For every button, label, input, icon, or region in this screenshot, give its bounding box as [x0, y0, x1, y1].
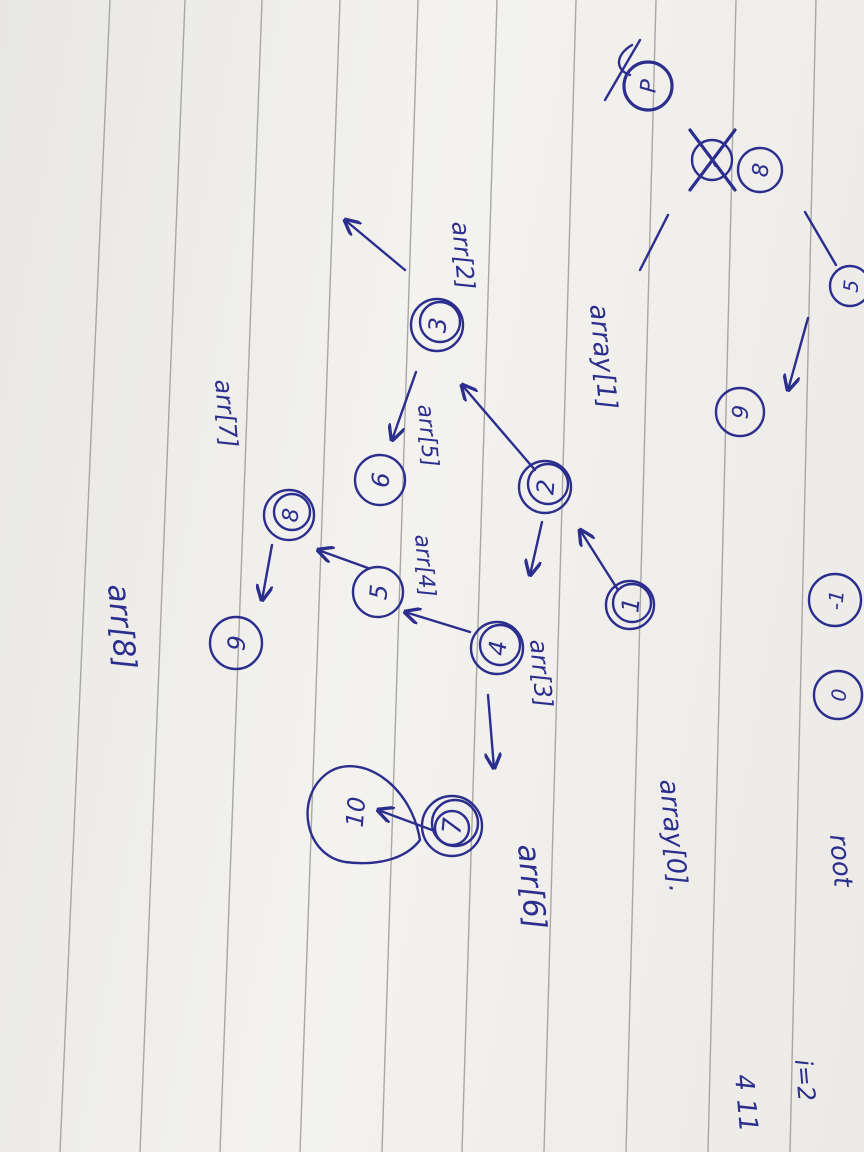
brace-mark — [603, 38, 642, 102]
label-arr8: arr[8] — [100, 583, 142, 671]
label-arr6: arr[6] — [510, 843, 552, 931]
fragment-8: 8 — [748, 162, 774, 178]
edges — [262, 210, 838, 832]
edge-top-3 — [345, 220, 407, 272]
label-arr3: arr[3] — [524, 638, 558, 709]
fragment-crossed: X — [705, 151, 719, 172]
node-9-label: 9 — [222, 634, 251, 652]
edge-1-2 — [580, 530, 620, 592]
node-5: 5 — [351, 565, 405, 619]
node-6: 6 — [353, 453, 407, 507]
label-array0: array[0]. — [653, 778, 693, 894]
node-fragment-0: 0 — [812, 669, 864, 721]
node-3-label: 3 — [423, 316, 452, 334]
edge-8-9 — [262, 543, 274, 600]
label-arr5: arr[5] — [412, 403, 442, 468]
node-4-label: 4 — [483, 639, 512, 657]
node-fragment-minus1: -1 — [807, 572, 863, 628]
node-1: 1 — [604, 579, 656, 631]
node-4: 4 — [469, 620, 525, 676]
fragment-5: 5 — [838, 279, 863, 294]
fragment-p: P — [636, 78, 662, 94]
fragment-minus1: -1 — [823, 589, 849, 611]
label-arr7: arr[7] — [209, 378, 243, 449]
edge-5-8 — [318, 550, 370, 570]
node-7: 7 — [420, 794, 484, 858]
node-10-label: 10 — [341, 796, 372, 829]
node-5-label: 5 — [364, 583, 393, 601]
node-1-label: 1 — [616, 596, 645, 614]
edge-2-4 — [530, 520, 544, 575]
node-2-label: 2 — [531, 478, 560, 496]
edge-top-2 — [788, 316, 810, 390]
node-2: 2 — [517, 459, 573, 515]
node-fragment-p: P — [622, 60, 674, 112]
fragment-9: 9 — [728, 404, 754, 420]
label-arr2: arr[2] — [446, 220, 480, 291]
node-fragment-5: 5 — [828, 264, 864, 308]
ruled-lines — [59, 0, 817, 1152]
node-fragment-8: 8 — [736, 146, 784, 194]
node-8: 8 — [262, 488, 316, 542]
stray-line — [638, 213, 670, 272]
edge-top-1 — [803, 210, 838, 267]
fragment-root: root — [823, 833, 858, 889]
right-fragments: -1 0 root i=2 4 11 — [728, 572, 864, 1133]
fragment-411: 4 11 — [728, 1073, 763, 1133]
node-3: 3 — [409, 297, 465, 353]
node-fragment-9: 9 — [714, 386, 766, 438]
node-fragment-crossed: X — [688, 128, 737, 192]
label-array1: array[1] — [583, 303, 622, 411]
node-6-label: 6 — [366, 471, 395, 489]
fragment-0: 0 — [826, 688, 851, 703]
node-9: 9 — [208, 615, 264, 671]
node-8-label: 8 — [278, 507, 304, 523]
node-7-label: 7 — [437, 816, 468, 836]
node-10: 10 — [306, 764, 422, 865]
edge-4-5 — [405, 612, 472, 634]
label-arr4: arr[4] — [409, 533, 439, 598]
edge-2-3 — [462, 385, 537, 472]
edge-3-6 — [392, 370, 418, 440]
edge-4-7 — [488, 693, 494, 768]
fragment-i2: i=2 — [789, 1058, 821, 1102]
top-fragments: 8 9 5 P X — [603, 38, 864, 438]
